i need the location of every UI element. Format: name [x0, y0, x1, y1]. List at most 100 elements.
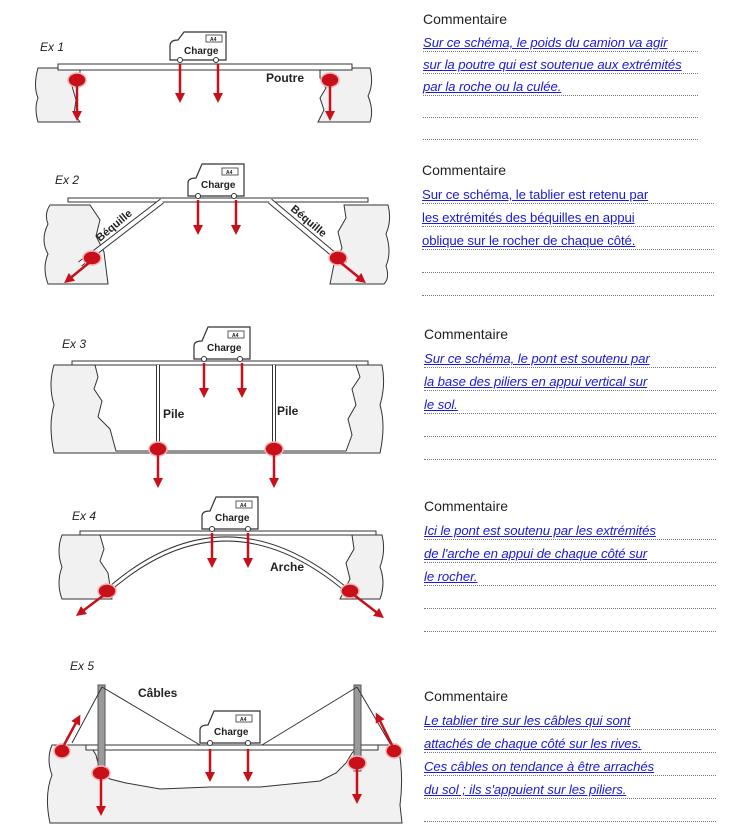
comment-line: les extrémités des béquilles en appui — [422, 204, 714, 227]
comment-line: de l'arche en appui de chaque côté sur — [424, 540, 716, 563]
diagram-ex1: Ex 1 Poutre A4 Charge — [0, 18, 410, 138]
ex4-label: Ex 4 — [72, 509, 97, 523]
ex3-deck — [71, 360, 369, 366]
svg-text:Charge: Charge — [214, 727, 249, 738]
diagram-ex2: Ex 2 Béquille Béquille A4 Charge — [0, 160, 410, 295]
svg-text:Charge: Charge — [184, 46, 219, 57]
svg-text:Charge: Charge — [215, 513, 250, 524]
ex5-cable-4 — [356, 686, 393, 748]
ex4-truck: A4 Charge — [201, 496, 259, 532]
diagram-ex3: Ex 3 Pile Pile A4 Charge — [0, 325, 410, 490]
ex4-reaction-right — [353, 594, 384, 619]
comment-heading: Commentaire — [424, 326, 509, 342]
ex5-truck: A4 Charge — [199, 710, 261, 746]
ex5-label: Ex 5 — [70, 659, 95, 673]
comment-line: sur la poutre qui est soutenue aux extré… — [423, 52, 698, 74]
ex1-truck: A4 Charge — [169, 31, 227, 63]
comment-heading: Commentaire — [424, 498, 509, 514]
ex5-svg: Câbles A4 Charge — [46, 684, 403, 824]
ex3-svg: Pile Pile A4 Charge — [50, 326, 385, 488]
comment-heading: Commentaire — [424, 688, 509, 704]
comment-ex5: Commentaire Le tablier tire sur les câbl… — [424, 688, 716, 822]
comment-line — [424, 414, 716, 437]
comment-line: Sur ce schéma, le tablier est retenu par — [422, 181, 714, 204]
comment-line: Ces câbles on tendance à être arrachés — [424, 753, 716, 776]
ex2-support-right — [328, 250, 348, 266]
svg-text:Charge: Charge — [201, 180, 236, 191]
ex3-support-right — [264, 441, 284, 457]
ex5-cable-1 — [71, 686, 103, 744]
comment-line: Sur ce schéma, le poids du camion va agi… — [423, 30, 698, 52]
ex4-support-left — [97, 583, 117, 599]
svg-text:A4: A4 — [240, 503, 247, 509]
comment-line: le sol. — [424, 391, 716, 414]
comment-line: du sol ; ils s'appuient sur les piliers. — [424, 776, 716, 799]
ex3-truck: A4 Charge — [193, 326, 251, 362]
comment-line — [423, 96, 698, 118]
ex1-beam — [57, 63, 353, 71]
ex5-part-label: Câbles — [138, 686, 178, 700]
ex5-support-right — [347, 755, 367, 771]
ex4-deck — [79, 530, 377, 536]
ex5-pull-left — [62, 714, 81, 746]
ex5-ground — [46, 744, 403, 824]
comment-line — [424, 609, 716, 632]
ex3-part-label-right: Pile — [277, 404, 299, 418]
ex5-support-left — [91, 765, 111, 781]
diagram-ex4: Ex 4 Arche A4 Charge — [0, 495, 410, 640]
ex4-svg: Arche A4 Charge — [58, 496, 385, 619]
ex1-svg: Poutre A4 Charge — [35, 31, 373, 123]
ex5-pull-right — [375, 712, 394, 746]
ex5-anchor-right — [385, 743, 403, 759]
svg-text:A4: A4 — [226, 170, 233, 176]
comment-line — [424, 437, 716, 460]
ex4-rock-left — [58, 534, 113, 600]
svg-text:A4: A4 — [232, 333, 239, 339]
comment-line — [424, 586, 716, 609]
comment-line: Ici le pont est soutenu par les extrémit… — [424, 517, 716, 540]
comment-line: Sur ce schéma, le pont est soutenu par — [424, 345, 716, 368]
ex2-svg: Béquille Béquille A4 Charge — [43, 163, 391, 285]
ex5-anchor-left — [53, 743, 71, 759]
ex2-rock-right — [329, 204, 391, 285]
comment-line: le rocher. — [424, 563, 716, 586]
ex4-part-label: Arche — [270, 560, 304, 574]
svg-text:A4: A4 — [210, 37, 217, 43]
ex5-cable-2 — [101, 686, 201, 746]
comment-line — [424, 799, 716, 822]
comment-line — [422, 250, 714, 273]
comment-line: par la roche ou la culée. — [423, 74, 698, 96]
diagram-ex5: Ex 5 Câbles A4 Charge — [0, 655, 410, 827]
ex3-part-label-left: Pile — [163, 407, 185, 421]
ex5-pylon-left — [97, 684, 106, 780]
ex4-rock-right — [339, 534, 385, 600]
ex2-deck — [67, 197, 369, 203]
ex2-support-left — [82, 250, 102, 266]
comment-ex1: Commentaire Sur ce schéma, le poids du c… — [423, 11, 698, 140]
comment-line — [422, 273, 714, 296]
comment-ex4: Commentaire Ici le pont est soutenu par … — [424, 498, 716, 632]
ex5-cable-3 — [261, 686, 358, 746]
svg-text:Charge: Charge — [207, 343, 242, 354]
comment-heading: Commentaire — [422, 162, 507, 178]
ex2-reaction-right — [339, 261, 366, 284]
ex2-label: Ex 2 — [55, 173, 80, 187]
ex3-ground — [50, 364, 385, 454]
comment-line: oblique sur le rocher de chaque côté. — [422, 227, 714, 250]
comment-line: Le tablier tire sur les câbles qui sont — [424, 707, 716, 730]
comment-line — [423, 118, 698, 140]
ex4-reaction-left — [76, 594, 105, 616]
comment-ex2: Commentaire Sur ce schéma, le tablier es… — [422, 162, 714, 296]
ex3-label: Ex 3 — [62, 337, 87, 351]
ex3-support-left — [148, 441, 168, 457]
comment-ex3: Commentaire Sur ce schéma, le pont est s… — [424, 326, 716, 460]
svg-text:A4: A4 — [240, 717, 247, 723]
comment-heading: Commentaire — [423, 11, 508, 27]
ex2-truck: A4 Charge — [187, 163, 245, 199]
ex1-part-label: Poutre — [266, 71, 304, 85]
comment-line: attachés de chaque côté sur les rives. — [424, 730, 716, 753]
ex2-reaction-left — [64, 261, 91, 284]
ex1-label: Ex 1 — [40, 40, 65, 54]
comment-line: la base des piliers en appui vertical su… — [424, 368, 716, 391]
ex5-deck — [85, 744, 379, 751]
